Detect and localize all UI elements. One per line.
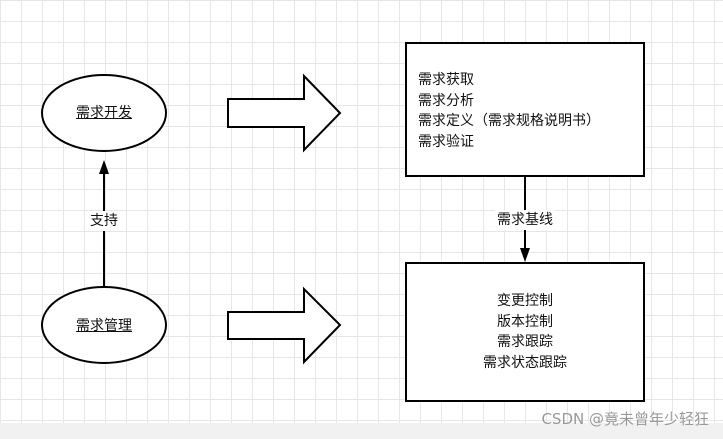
mgmt-box-line: 版本控制 [497, 313, 553, 330]
mgmt-box-text: 变更控制 版本控制 需求跟踪 需求状态跟踪 [406, 291, 644, 373]
dev-box-line: 需求分析 [418, 92, 474, 109]
dev-box-line: 需求定义（需求规格说明书） [418, 113, 600, 129]
dev-box[interactable] [405, 42, 645, 177]
block-arrow-top [227, 73, 342, 153]
dev-ellipse[interactable] [41, 74, 167, 152]
mgmt-box[interactable] [405, 262, 645, 402]
mgmt-box-line: 需求状态跟踪 [483, 354, 567, 371]
block-arrow-bottom [227, 286, 342, 365]
mgmt-box-line: 需求跟踪 [497, 334, 553, 350]
bottom-bar [0, 423, 723, 439]
support-edge-label: 支持 [88, 211, 120, 231]
baseline-edge-label: 需求基线 [495, 210, 555, 230]
mgmt-box-line: 变更控制 [497, 293, 553, 309]
watermark: CSDN @竟未曾年少轻狂 [541, 410, 709, 428]
mgmt-node-label: 需求管理 [76, 318, 132, 334]
dev-box-line: 需求验证 [418, 133, 474, 150]
dev-box-text: 需求获取 需求分析 需求定义（需求规格说明书） 需求验证 [418, 70, 600, 152]
dev-node-label: 需求开发 [76, 105, 132, 121]
dev-box-line: 需求获取 [418, 72, 474, 88]
baseline-arrow-head [520, 248, 530, 262]
support-arrow-head [99, 160, 109, 174]
